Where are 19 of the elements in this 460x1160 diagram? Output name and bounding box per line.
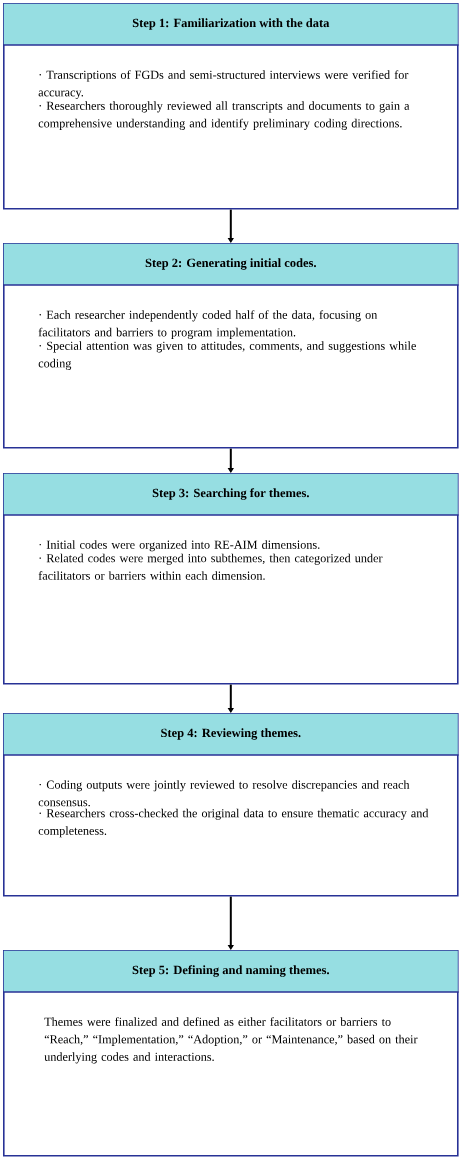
step-box <box>2 950 460 1157</box>
step-description: · Researchers cross-checked the original data to ensure thematic accuracy and completeness. <box>38 808 429 838</box>
step-description: · Transcriptions of FGDs and semi-structured interviews were verified for accuracy. <box>38 70 409 99</box>
step-box <box>2 3 460 210</box>
step-box <box>2 243 460 449</box>
step-heading: Step 2: Generating initial codes. <box>145 258 316 270</box>
step-description: · Initial codes were organized into RE-AIM dimensions. <box>39 540 320 552</box>
step-heading: Step 5: Defining and naming themes. <box>132 965 329 977</box>
step-heading: Step 1: Familiarization with the data <box>132 18 330 30</box>
step-description: · Researchers thoroughly reviewed all transcripts and documents to gain a comprehensive understanding and identify preliminary coding directions. <box>38 101 410 130</box>
step-description: · Special attention was given to attitudes, comments, and suggestions while coding <box>38 341 416 370</box>
step-description: · Each researcher independently coded half of the data, focusing on facilitators and barriers to program implementation. <box>38 310 378 339</box>
step-heading: Step 3: Searching for themes. <box>152 488 309 500</box>
step-box <box>2 713 460 897</box>
step-description: · Related codes were merged into subthemes, then categorized under facilitators or barriers within each dimension. <box>38 553 383 580</box>
step-box <box>2 473 460 685</box>
step-description: · Coding outputs were jointly reviewed to resolve discrepancies and reach consensus. <box>38 780 410 807</box>
step-heading: Step 4: Reviewing themes. <box>161 728 301 740</box>
step-description: Themes were finalized and defined as either facilitators or barriers to “Reach,” “Implementation,” “Adoption,” or “Maintenance,” based on their underlying codes and interactions. <box>44 1017 418 1064</box>
